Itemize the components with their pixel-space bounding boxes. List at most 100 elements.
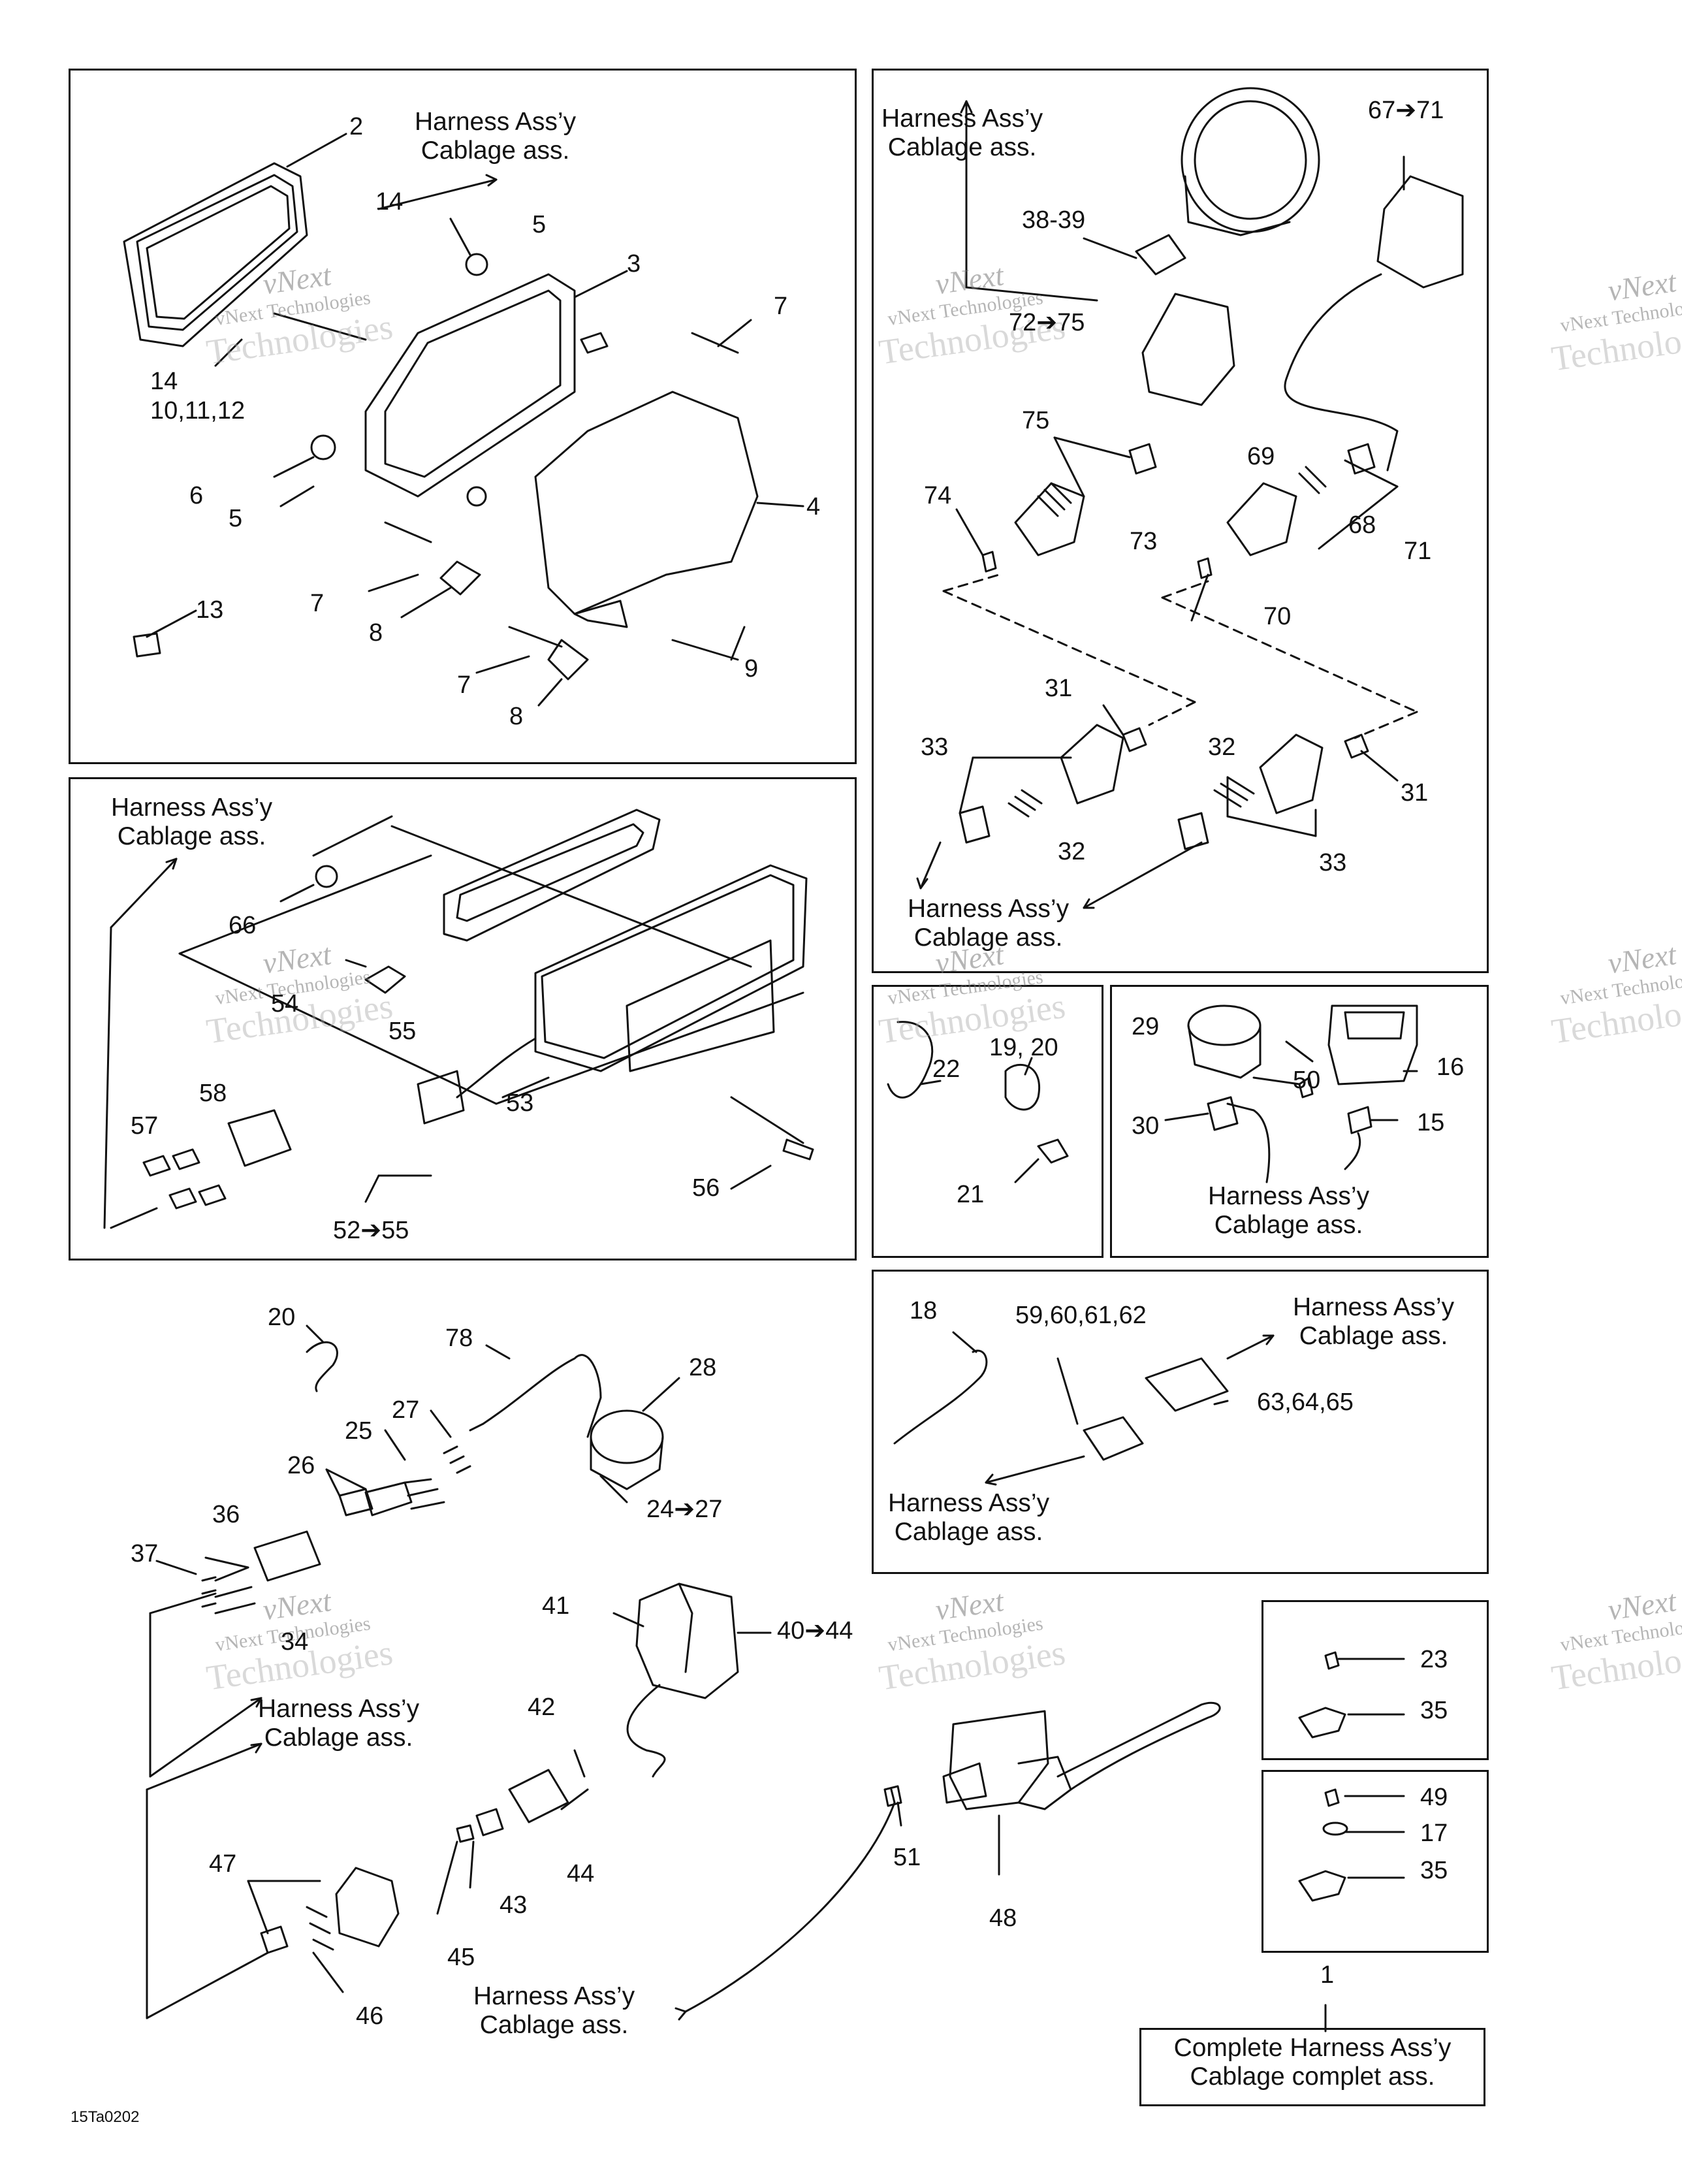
master-cylinder-shape <box>942 1701 1221 1810</box>
part-label: 20 <box>268 1304 296 1331</box>
part-label: 38-39 <box>1022 206 1086 234</box>
part-label: 13 <box>196 596 224 624</box>
part-label: 48 <box>989 1904 1017 1932</box>
part-label: 5 <box>229 505 243 532</box>
part-label: 15 <box>1417 1109 1445 1136</box>
part-label: 74 <box>924 482 952 509</box>
part-label: 50 <box>1293 1067 1321 1094</box>
part-label: 6 <box>189 482 204 509</box>
part-label: 23 <box>1420 1646 1448 1673</box>
part-label: 27 <box>392 1396 420 1424</box>
part-label: 3 <box>627 250 641 278</box>
part-label: 66 <box>229 912 257 939</box>
part-label: 8 <box>509 703 524 730</box>
part-label: 21 <box>957 1181 985 1208</box>
part-label: 44 <box>567 1860 595 1887</box>
part-label: 30 <box>1132 1112 1160 1140</box>
part-label: 37 <box>131 1540 159 1567</box>
part-label: 14 <box>150 368 178 395</box>
part-label: 42 <box>528 1694 556 1721</box>
part-label: 25 <box>345 1417 373 1445</box>
part-label: 5 <box>532 211 547 238</box>
headlight-lens <box>123 162 308 347</box>
part-label: 71 <box>1404 538 1432 565</box>
part-label: 78 <box>445 1325 473 1352</box>
panel-headlight <box>69 69 857 764</box>
figure-code: 15Ta0202 <box>71 2108 140 2126</box>
part-label: 45 <box>447 1944 475 1971</box>
part-label: 19, 20 <box>989 1034 1058 1061</box>
part-label: 35 <box>1420 1857 1448 1884</box>
part-label: 35 <box>1420 1697 1448 1724</box>
part-label: 53 <box>506 1089 534 1117</box>
part-label: 56 <box>692 1174 720 1202</box>
part-label: 40➔44 <box>777 1617 853 1645</box>
part-label: 73 <box>1130 528 1158 555</box>
part-label: 32 <box>1058 838 1086 865</box>
part-label: 36 <box>212 1501 240 1528</box>
part-label: 17 <box>1420 1820 1448 1847</box>
part-label: 1 <box>1320 1961 1335 1989</box>
panel-ties <box>872 985 1103 1258</box>
part-label: 7 <box>457 671 471 699</box>
part-label: 69 <box>1247 443 1275 470</box>
panel-gauges <box>872 69 1489 973</box>
part-label: 54 <box>271 990 299 1018</box>
part-label: 34 <box>281 1628 309 1656</box>
part-label: 52➔55 <box>333 1217 409 1244</box>
part-label: 32 <box>1208 733 1236 761</box>
part-label: 72➔75 <box>1009 309 1085 336</box>
part-label: 58 <box>199 1080 227 1107</box>
part-label: 33 <box>1319 849 1347 876</box>
part-label: 18 <box>910 1297 938 1325</box>
part-label: 24➔27 <box>646 1496 723 1523</box>
part-label: 10,11,12 <box>150 397 246 425</box>
part-label: 75 <box>1022 407 1050 434</box>
panel-socket <box>1110 985 1489 1258</box>
headlight-cover <box>534 391 759 628</box>
part-label: 8 <box>369 619 383 647</box>
part-label: 70 <box>1263 603 1292 630</box>
part-label: 51 <box>893 1844 921 1871</box>
part-label: 43 <box>500 1891 528 1919</box>
part-label: 29 <box>1132 1013 1160 1040</box>
part-label: 67➔71 <box>1368 97 1444 124</box>
part-label: 4 <box>806 493 821 521</box>
part-label: 49 <box>1420 1784 1448 1811</box>
panel-clip-b <box>1262 1770 1489 1953</box>
part-label: 47 <box>209 1850 237 1878</box>
part-label: 28 <box>689 1354 717 1381</box>
part-label: 31 <box>1045 675 1073 702</box>
part-label: 7 <box>774 293 788 320</box>
panel-clip-a <box>1262 1600 1489 1760</box>
part-label: 63,64,65 <box>1257 1389 1354 1416</box>
complete-harness-box: Complete Harness Ass’y Cablage complet a… <box>1139 2028 1485 2106</box>
part-label: 9 <box>744 655 759 682</box>
part-label: 31 <box>1401 779 1429 807</box>
part-label: 2 <box>349 113 364 140</box>
part-label: 33 <box>921 733 949 761</box>
part-label: 7 <box>310 590 325 617</box>
part-label: 26 <box>287 1452 315 1479</box>
panel-brake-switch <box>872 1270 1489 1574</box>
part-label: 68 <box>1348 511 1376 539</box>
part-label: 16 <box>1436 1053 1465 1081</box>
taillight-shape <box>443 809 808 1072</box>
part-label: 57 <box>131 1112 159 1140</box>
complete-harness-line2: Cablage complet ass. <box>1190 2063 1435 2091</box>
panel-taillight <box>69 777 857 1261</box>
gauge-shape <box>1135 87 1464 472</box>
part-label: 55 <box>389 1018 417 1045</box>
complete-harness-line1: Complete Harness Ass’y <box>1173 2034 1452 2062</box>
headlight-frame <box>364 273 576 498</box>
